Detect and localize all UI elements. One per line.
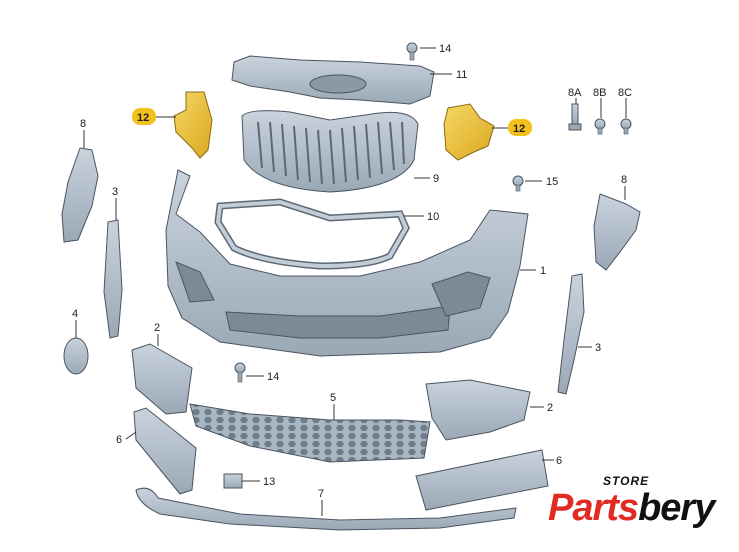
callout-2-right: 2 (547, 402, 553, 414)
callout-6-left: 6 (116, 434, 122, 446)
callout-8b: 8B (593, 87, 606, 99)
grille-slats (257, 121, 405, 185)
callout-5: 5 (330, 392, 336, 404)
lower-grille-part (189, 403, 431, 463)
callout-8c: 8C (618, 87, 632, 99)
callout-3-left: 3 (112, 186, 118, 198)
leader-lines (75, 47, 627, 516)
bracket-left-part (131, 343, 193, 415)
side-bracket-right-part (593, 193, 641, 271)
bumper-right-vent (431, 271, 491, 317)
callout-11: 11 (456, 69, 467, 81)
callout-9: 9 (433, 173, 439, 185)
callout-13: 13 (263, 476, 275, 488)
callout-1: 1 (540, 265, 546, 277)
clip-part (223, 473, 243, 489)
callout-10: 10 (427, 211, 439, 223)
screw-15-part (512, 175, 524, 192)
brand-name-red: Parts (548, 487, 639, 529)
bumper-left-vent (175, 261, 215, 303)
screw-8c-part (620, 118, 632, 135)
callout-4: 4 (72, 308, 78, 320)
screw-8a-part (568, 103, 582, 131)
callout-7: 7 (318, 488, 324, 500)
callout-8-left: 8 (80, 118, 86, 130)
guide-left-part (173, 91, 213, 159)
bolt-lower-part (234, 362, 246, 383)
tow-cap-part (63, 337, 89, 375)
callout-12-right: 12 (513, 123, 525, 135)
callout-12-left: 12 (137, 112, 149, 124)
bracket-right-part (425, 379, 531, 441)
strip-left-part (103, 219, 123, 339)
brand-logo: Partsbery (548, 486, 715, 530)
callout-12-right-badge (508, 119, 532, 136)
callout-8a: 8A (568, 87, 582, 99)
callout-3-right: 3 (595, 342, 601, 354)
callout-8-right: 8 (621, 174, 627, 186)
side-bracket-left-part (61, 147, 99, 243)
trim-right-part (415, 449, 549, 511)
brand-store-label: STORE (603, 474, 650, 488)
trim-left-part (133, 407, 197, 495)
callout-14-top: 14 (439, 43, 451, 55)
bumper-lower-opening (225, 305, 451, 339)
bolt-top-part (406, 42, 418, 61)
screw-8b-part (594, 118, 606, 135)
callout-2-left: 2 (154, 322, 160, 334)
guide-right-part (443, 103, 495, 161)
crossmember-emblem-recess (309, 74, 367, 94)
spoiler-part (135, 487, 517, 531)
callout-12-left-badge (132, 108, 156, 125)
callout-15: 15 (546, 176, 558, 188)
callout-14-lower: 14 (267, 371, 279, 383)
strip-right-part (557, 273, 585, 395)
callout-6-right: 6 (556, 455, 562, 467)
brand-name-black: bery (638, 487, 715, 529)
